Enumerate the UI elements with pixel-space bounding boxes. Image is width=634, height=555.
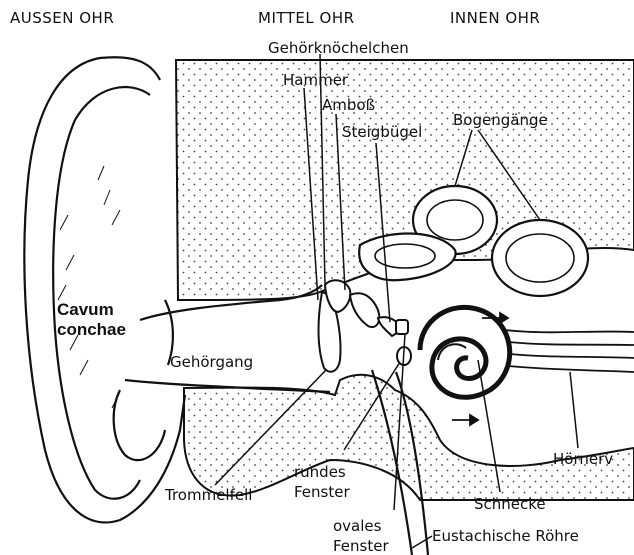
label-round-window: rundes Fenster: [294, 462, 374, 502]
label-canals: Bogengänge: [453, 112, 548, 128]
label-eardrum: Trommelfell: [165, 487, 252, 503]
label-oval-window: ovales Fenster: [333, 516, 413, 555]
label-cochlea: Schnecke: [474, 496, 546, 512]
label-hammer: Hammer: [283, 72, 348, 88]
pinna: [24, 57, 185, 522]
middle-ear-header: MITTEL OHR: [258, 10, 355, 26]
outer-ear-header: AUSSEN OHR: [10, 10, 114, 26]
label-auditory-nerve: Hörnerv: [553, 451, 613, 467]
label-ear-canal: Gehörgang: [170, 354, 253, 370]
pinna-hatching: [58, 166, 120, 408]
inner-ear-header: INNEN OHR: [450, 10, 540, 26]
label-anvil: Amboß: [322, 97, 375, 113]
label-eustachian-tube: Eustachische Röhre: [432, 528, 579, 544]
label-stirrup: Steigbügel: [342, 124, 422, 140]
temporal-bone-lower: [184, 375, 634, 500]
auditory-nerve-bundle: [505, 330, 634, 372]
label-ossicles: Gehörknöchelchen: [268, 40, 409, 56]
cochlea-drawing: [420, 307, 510, 397]
label-cavum-conchae: Cavum conchae: [57, 300, 157, 340]
